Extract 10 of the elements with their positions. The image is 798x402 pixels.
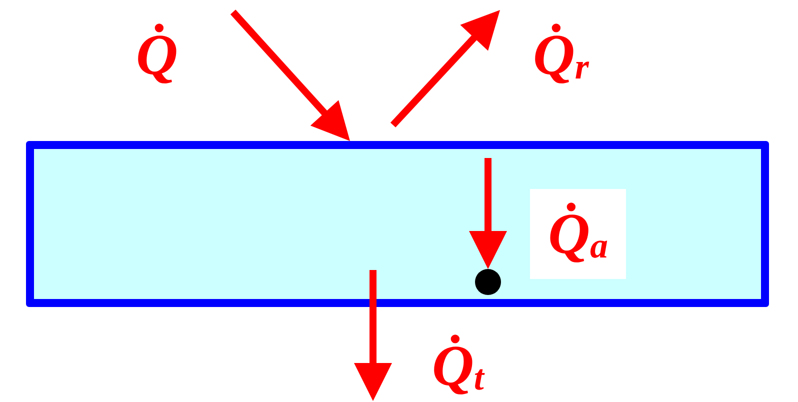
symbol-label: Q̇$_{a}$	[548, 202, 608, 266]
edge-label: Q̇	[136, 23, 178, 87]
edge-label: Q̇$_{r}$	[533, 23, 589, 87]
arrow	[469, 158, 507, 269]
slab	[26, 141, 769, 307]
label-panel	[530, 189, 626, 279]
arrow	[230, 10, 350, 141]
symbol-label: Q̇$_{t}$	[432, 334, 484, 398]
arrow	[390, 10, 500, 128]
point-marker	[475, 269, 501, 295]
